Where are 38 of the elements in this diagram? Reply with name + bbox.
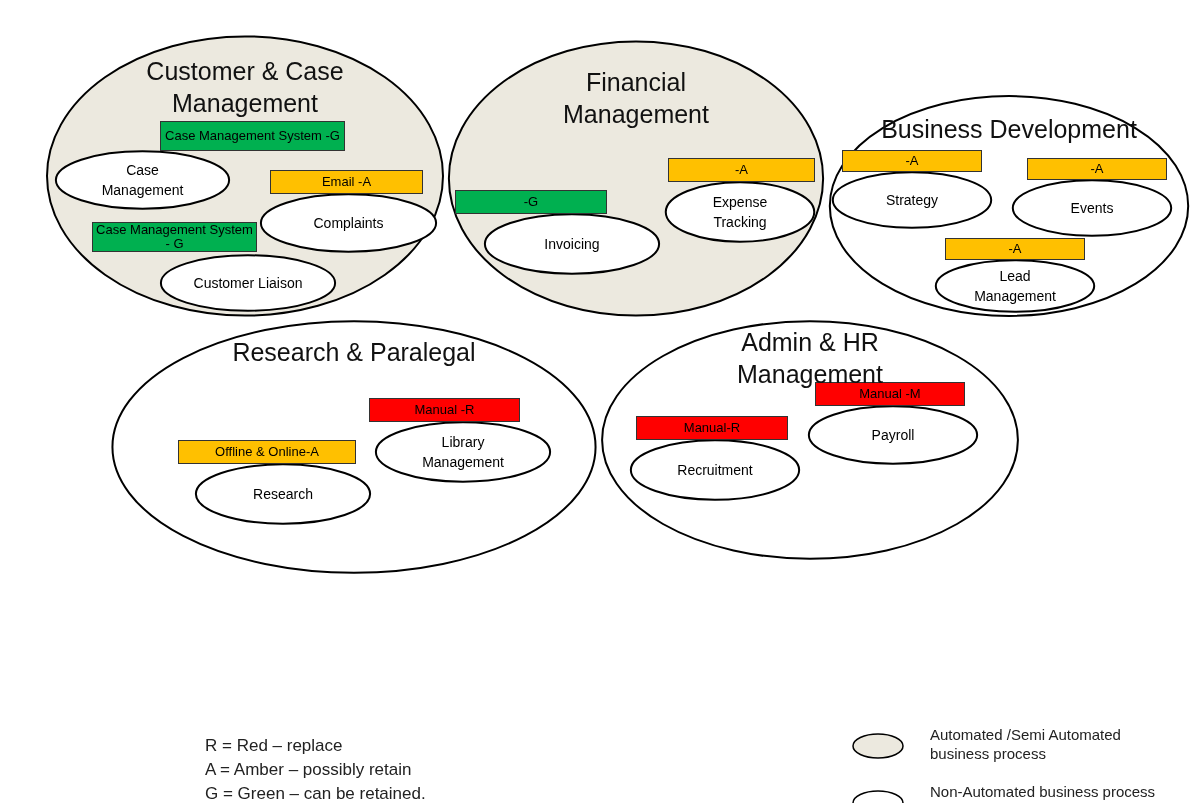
process-ellipse: Library Management [375, 422, 551, 482]
status-tag: Offline & Online-A [178, 440, 356, 464]
process-ellipse: Customer Liaison [160, 255, 336, 311]
group-title: Research & Paralegal [232, 338, 476, 366]
legend-text: Non-Automated business process [930, 782, 1157, 801]
process-group-ellipse [45, 35, 445, 317]
group-title: Customer & Case Management [146, 57, 344, 117]
status-tag: -A [1027, 158, 1167, 180]
process-group-ellipse [828, 95, 1190, 317]
process-ellipse: Case Management [55, 151, 230, 209]
process-ellipse: Expense Tracking [665, 182, 815, 242]
group-title: Business Development [881, 115, 1137, 143]
status-tag: Case Management System - G [92, 222, 257, 252]
key-note: R = Red – replace [205, 735, 343, 757]
status-tag: Email -A [270, 170, 423, 194]
legend-text: Automated /Semi Automated business process [930, 725, 1122, 763]
process-ellipse: Payroll [808, 406, 978, 464]
process-ellipse: Events [1012, 180, 1172, 236]
process-group-ellipse [600, 320, 1020, 560]
group-title: Financial Management [563, 68, 709, 128]
process-group-ellipse [110, 320, 598, 574]
key-note: G = Green – can be retained. [205, 783, 426, 803]
key-note: A = Amber – possibly retain [205, 759, 412, 781]
process-ellipse: Research [195, 464, 371, 524]
process-ellipse: Recruitment [630, 440, 800, 500]
status-tag: Manual -R [369, 398, 520, 422]
process-ellipse: Invoicing [484, 214, 660, 274]
status-tag: Manual-R [636, 416, 788, 440]
status-tag: -A [842, 150, 982, 172]
process-ellipse: Strategy [832, 172, 992, 228]
process-ellipse: Lead Management [935, 260, 1095, 312]
status-tag: -A [945, 238, 1085, 260]
process-ellipse: Complaints [260, 194, 437, 252]
status-tag: Manual -M [815, 382, 965, 406]
status-tag: Case Management System -G [160, 121, 345, 151]
process-group-ellipse [447, 40, 825, 317]
status-tag: -A [668, 158, 815, 182]
status-tag: -G [455, 190, 607, 214]
